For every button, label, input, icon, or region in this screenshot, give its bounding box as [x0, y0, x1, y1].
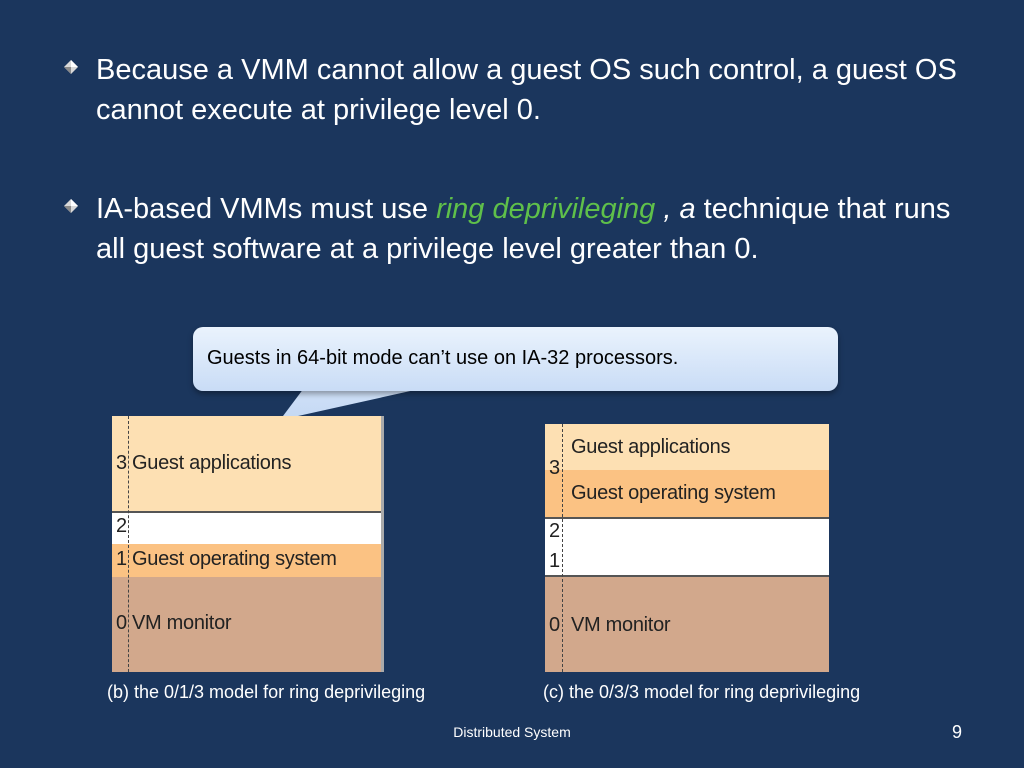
diagram-c: Guest applications 3 Guest operating sys… — [545, 424, 829, 672]
ring-2-band — [545, 517, 829, 549]
bullet-2-pre: IA-based VMMs must use — [96, 193, 437, 225]
diagram-b: 3 Guest applications 2 1 Guest operating… — [112, 416, 384, 672]
row-label: VM monitor — [132, 612, 232, 634]
bullet-2-highlight: ring deprivileging — [436, 193, 656, 225]
ring-3-band — [112, 416, 384, 511]
callout-box: Guests in 64-bit mode can’t use on IA-32… — [193, 327, 838, 391]
row-label: Guest operating system — [132, 548, 337, 570]
ring-2-band — [112, 511, 384, 546]
row-label: Guest applications — [132, 452, 292, 474]
ring-number: 3 — [549, 457, 561, 479]
bullet-1: Because a VMM cannot allow a guest OS su… — [64, 50, 984, 130]
ring-number: 3 — [116, 452, 128, 474]
row-label: Guest applications — [571, 436, 731, 458]
ring-1-band — [112, 544, 384, 577]
diamond-bullet-icon — [64, 199, 78, 213]
ring-number: 0 — [549, 614, 561, 636]
diamond-bullet-icon — [64, 60, 78, 74]
page-number: 9 — [951, 722, 962, 742]
ring-1-band — [545, 547, 829, 577]
ring-number: 2 — [549, 520, 561, 542]
caption-b: (b) the 0/1/3 model for ring deprivilegi… — [107, 682, 426, 702]
ring-number: 1 — [116, 548, 128, 570]
bullet-2-post: technique that runs all guest software a… — [96, 193, 951, 265]
bullet-2-text: IA-based VMMs must use ring deprivilegin… — [96, 189, 984, 269]
ring-number: 1 — [549, 550, 561, 572]
ring-number: 0 — [116, 612, 128, 634]
row-label: VM monitor — [571, 614, 671, 636]
bullet-2: IA-based VMMs must use ring deprivilegin… — [64, 189, 984, 269]
ring-3-band-apps — [545, 424, 829, 470]
footer-title: Distributed System — [453, 724, 571, 740]
right-edge — [381, 416, 384, 672]
callout-text: Guests in 64-bit mode can’t use on IA-32… — [207, 347, 679, 369]
ring-0-band — [112, 577, 384, 672]
bullet-2-italic: , a — [655, 193, 696, 225]
row-label: Guest operating system — [571, 482, 776, 504]
ring-number: 2 — [116, 515, 128, 537]
bullet-1-text: Because a VMM cannot allow a guest OS su… — [96, 54, 957, 126]
ring-3-band-os — [545, 470, 829, 517]
ring-divider-line — [562, 424, 563, 672]
caption-c: (c) the 0/3/3 model for ring deprivilegi… — [543, 682, 861, 702]
ring-0-band — [545, 577, 829, 672]
ring-divider-line — [128, 416, 129, 672]
